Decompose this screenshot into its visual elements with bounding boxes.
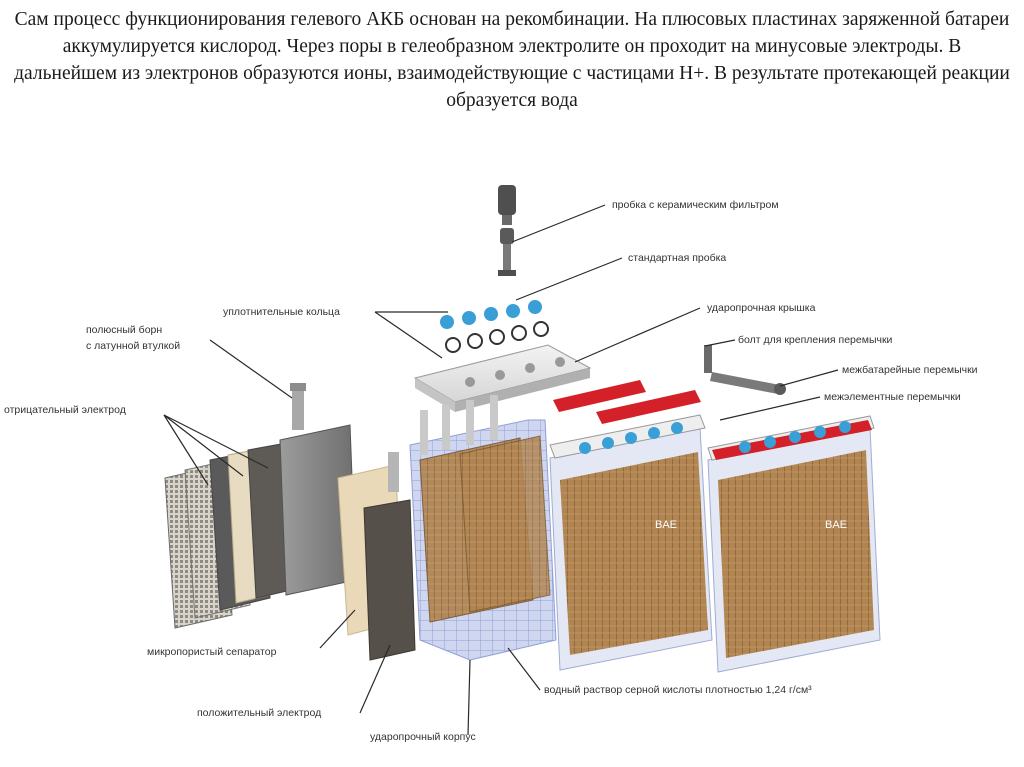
label-inter-cell-jumpers: межэлементные перемычки <box>824 391 961 403</box>
label-sulfuric-acid: водный раствор серной кислоты плотностью… <box>544 684 812 696</box>
red-jumpers-top <box>553 380 701 424</box>
brand-mark-right: BAE <box>825 519 847 531</box>
exploded-lid <box>413 344 592 412</box>
label-standard-plug: стандартная пробка <box>628 252 726 264</box>
assembled-cell-left: BAE <box>549 414 713 671</box>
label-microporous-separator: микропористый сепаратор <box>147 646 277 658</box>
label-shockproof-case: ударопрочный корпус <box>370 731 476 743</box>
leader-lines <box>163 204 839 736</box>
standard-plug <box>498 228 516 276</box>
intro-paragraph: Сам процесс функционирования гелевого АК… <box>14 9 1010 111</box>
label-ceramic-plug: пробка с керамическим фильтром <box>612 199 779 211</box>
assembled-cell-right: BAE <box>707 415 881 673</box>
seal-rings <box>440 300 549 353</box>
brand-mark-left: BAE <box>655 519 677 531</box>
open-cell-case <box>409 395 557 661</box>
label-terminal-line2: с латунной втулкой <box>86 340 180 352</box>
label-seal-rings: уплотнительные кольца <box>223 306 340 318</box>
label-positive-electrode: положительный электрод <box>197 707 321 719</box>
ceramic-filter-plug <box>498 185 516 225</box>
terminal-plate-group <box>279 383 416 661</box>
label-shockproof-lid: ударопрочная крышка <box>707 302 816 314</box>
label-negative-electrode: отрицательный электрод <box>4 404 126 416</box>
label-inter-battery-jumpers: межбатарейные перемычки <box>842 364 978 376</box>
inter-battery-link <box>704 345 786 395</box>
label-jumper-bolt: болт для крепления перемычки <box>738 334 893 346</box>
label-terminal-line1: полюсный борн <box>86 324 162 336</box>
negative-electrode <box>164 441 301 629</box>
